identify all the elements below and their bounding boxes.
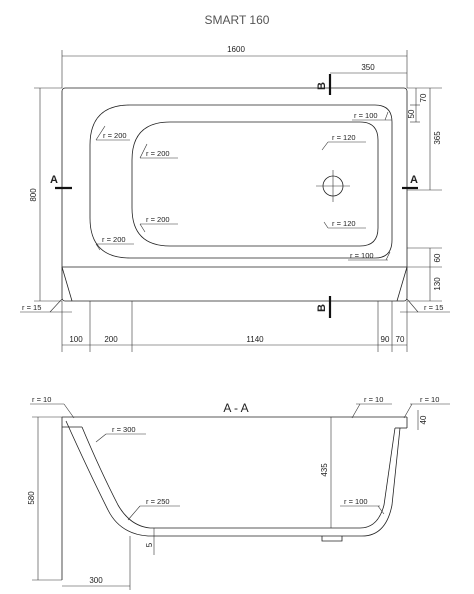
sec-radius-top-right: r = 10	[351, 395, 392, 419]
sec-radius-slope-label: r = 300	[112, 425, 136, 434]
section-basin-outer	[65, 420, 401, 537]
sec-radius-top-left: r = 10	[30, 395, 75, 419]
section-label-a-left: A	[50, 174, 58, 186]
dim-right-stack: 365 70 50 60 130	[407, 87, 442, 302]
dim-width-label: 1600	[227, 45, 245, 54]
radius-tl-inner: r = 200	[139, 143, 178, 159]
dim-580-label: 580	[27, 491, 36, 505]
dim-bottom-90: 90	[381, 335, 390, 344]
dim-depth: 800	[29, 87, 62, 302]
radius-tr-outer: r = 100	[352, 111, 392, 121]
corner-radius-left-label: r = 15	[22, 303, 41, 312]
sec-radius-top-far-right: r = 10	[403, 395, 450, 419]
radius-br-outer-label: r = 100	[350, 251, 374, 260]
corner-radius-right-label: r = 15	[424, 303, 443, 312]
radius-tr-inner-label: r = 120	[332, 133, 356, 142]
dim-350-label: 350	[361, 63, 375, 72]
radius-tr-outer-label: r = 100	[354, 111, 378, 120]
dim-bottom-chain: 100 200 1140 90 70	[61, 301, 408, 352]
dim-365-label: 365	[433, 131, 442, 145]
radius-tl-outer: r = 200	[95, 125, 130, 141]
dim-435-label: 435	[320, 463, 329, 477]
radius-br-inner-label: r = 120	[332, 219, 356, 228]
radius-bl-outer-label: r = 200	[102, 235, 126, 244]
section-view: A - A 435 580 300 5 40	[27, 395, 450, 590]
section-label-a-right: A	[410, 174, 418, 186]
dim-40-label: 40	[419, 415, 428, 424]
section-label-b-bottom: B	[316, 304, 328, 312]
radius-bl-outer: r = 200	[95, 235, 134, 251]
section-basin-inner	[81, 426, 396, 529]
dim-depth-label: 800	[29, 188, 38, 202]
sec-radius-slope: r = 300	[95, 425, 146, 443]
dim-width: 1600	[61, 45, 408, 88]
sec-radius-top-far-right-label: r = 10	[420, 395, 439, 404]
sec-radius-floor-right: r = 100	[340, 497, 385, 515]
radius-bl-inner-label: r = 200	[146, 215, 170, 224]
radius-br-outer: r = 100	[348, 251, 391, 261]
sec-radius-top-right-label: r = 10	[364, 395, 383, 404]
plan-view: A A B B 1600 350 800	[20, 45, 450, 352]
plan-rim-chamfer-right	[396, 266, 408, 302]
radius-br-inner: r = 120	[323, 219, 366, 229]
dim-bottom-200: 200	[104, 335, 118, 344]
sec-radius-top-left-label: r = 10	[32, 395, 51, 404]
plan-basin-inner	[131, 121, 379, 247]
dim-350: 350	[330, 63, 407, 74]
plan-rim-chamfer-left	[61, 266, 73, 302]
dim-50-label: 50	[407, 109, 416, 118]
sec-radius-floor-left-label: r = 250	[146, 497, 170, 506]
sec-radius-floor-right-label: r = 100	[344, 497, 368, 506]
corner-radius-right: r = 15	[400, 298, 450, 313]
dim-130-label: 130	[433, 277, 442, 291]
dim-60-label: 60	[433, 253, 442, 262]
dim-300-label: 300	[89, 576, 103, 585]
radius-tl-inner-label: r = 200	[146, 149, 170, 158]
plan-basin-outer	[89, 104, 393, 259]
drain-icon	[316, 170, 350, 202]
section-label-b-top: B	[316, 82, 328, 90]
dim-bottom-100: 100	[69, 335, 83, 344]
dim-bottom-1140: 1140	[246, 335, 264, 344]
dim-5-label: 5	[145, 542, 154, 547]
sec-radius-floor-left: r = 250	[127, 497, 180, 521]
plan-outer-rim	[61, 87, 408, 302]
radius-bl-inner: r = 200	[139, 215, 178, 233]
radius-tl-outer-label: r = 200	[103, 131, 127, 140]
section-title: A - A	[223, 401, 248, 415]
dim-70-right-label: 70	[419, 93, 428, 102]
radius-tr-inner: r = 120	[321, 133, 366, 151]
dim-bottom-70: 70	[396, 335, 405, 344]
corner-radius-left: r = 15	[20, 298, 72, 313]
section-drain	[321, 536, 343, 542]
drawing-title: SMART 160	[205, 13, 270, 27]
